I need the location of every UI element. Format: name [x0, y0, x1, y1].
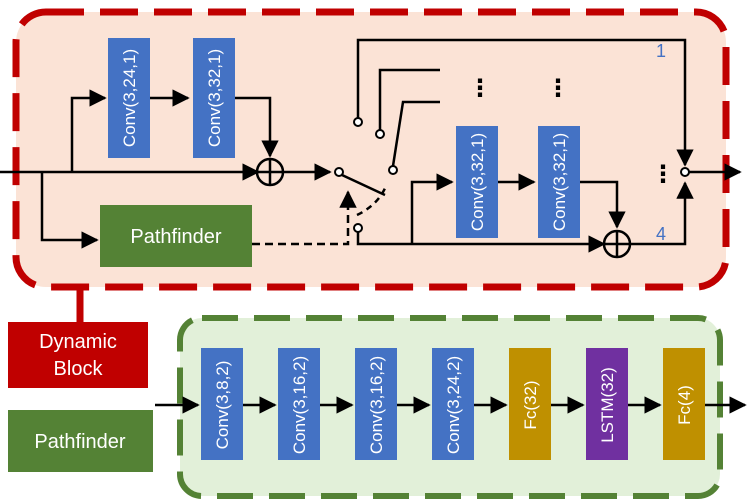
branch-conv-block-1: [108, 38, 150, 158]
branch-conv-block-2: [193, 38, 235, 158]
pathfinder-layer-4: [432, 348, 474, 460]
pathfinder-layer-label-3: Conv(3,16,2): [367, 356, 386, 454]
branch-conv-label-2: Conv(3,32,1): [205, 49, 224, 147]
path-4-branch: [410, 173, 454, 244]
branch-pathfinder-line: [40, 172, 99, 249]
branch-conv-label-1: Conv(3,24,1): [120, 49, 139, 147]
ellipsis-3: ⋮: [651, 161, 675, 188]
switch-icon: [334, 117, 398, 233]
pathfinder-layer-1: [201, 348, 243, 460]
path-2-line: [378, 68, 440, 130]
pathfinder-layer-label-7: Fc(4): [675, 385, 694, 425]
path-3-line: [391, 100, 440, 167]
switch-label-1: 1: [656, 41, 666, 61]
switch-dashed-arc: [356, 185, 388, 217]
add-node-icon: [255, 157, 285, 187]
pathfinder-box-label: Pathfinder: [130, 226, 222, 248]
pathfinder-label: Pathfinder: [34, 431, 126, 453]
dynamic-block-label-line1: Dynamic: [39, 331, 117, 353]
path-4-to-output: [630, 181, 694, 246]
path-conv-block-2: [538, 126, 580, 238]
path-conv-to-add: [580, 180, 626, 229]
dynamic-block-label-line2: Block: [54, 358, 104, 380]
add-node-2-icon: [602, 229, 632, 259]
pathfinder-layer-3: [355, 348, 397, 460]
output-node-icon: [680, 167, 690, 177]
pathfinder-layer-5: [509, 348, 551, 460]
switch-label-4: 4: [656, 224, 666, 244]
pathfinder-layers: Conv(3,8,2) Conv(3,16,2) Conv(3,16,2) Conv(…: [201, 348, 705, 460]
path-4-line: [356, 232, 606, 253]
path-conv-label-2: Conv(3,32,1): [550, 133, 569, 231]
branch-upper-line: [70, 89, 107, 172]
path-1-line: [356, 38, 694, 167]
path-conv-block-1: [456, 126, 498, 238]
pathfinder-layer-6: [586, 348, 628, 460]
pathfinder-layer-label-5: Fc(32): [521, 380, 540, 429]
pathfinder-layer-7: [663, 348, 705, 460]
pathfinder-layer-label-6: LSTM(32): [598, 367, 617, 443]
pathfinder-box: [100, 205, 252, 267]
dynamic-block-label-box: [8, 322, 148, 388]
ellipsis-1: ⋮: [468, 75, 492, 102]
pathfinder-layer-label-4: Conv(3,24,2): [444, 356, 463, 454]
pathfinder-layer-2: [278, 348, 320, 460]
control-dashed-line: [252, 190, 357, 246]
ellipsis-2: ⋮: [546, 75, 570, 102]
path-conv-label-1: Conv(3,32,1): [468, 133, 487, 231]
pathfinder-label-box: [8, 410, 153, 472]
pathfinder-layer-label-1: Conv(3,8,2): [213, 361, 232, 450]
pathfinder-layer-label-2: Conv(3,16,2): [290, 356, 309, 454]
branch-to-add: [235, 96, 279, 158]
